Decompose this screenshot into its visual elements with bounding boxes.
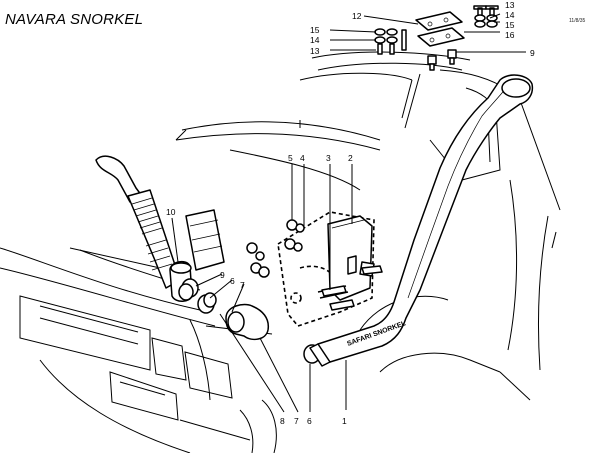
mounting-studs xyxy=(321,265,383,311)
leader-lines xyxy=(171,13,526,413)
callout-14-right: 14 xyxy=(505,10,515,20)
callout-16: 16 xyxy=(505,30,515,40)
roof-bracket xyxy=(415,11,465,47)
snorkel-body xyxy=(309,74,534,367)
callout-6-mid: 6 xyxy=(230,276,235,286)
callout-3: 3 xyxy=(326,153,331,163)
hose-clamps xyxy=(178,278,321,364)
document-reference: 11/8/35 xyxy=(569,18,586,24)
callout-14-left: 14 xyxy=(310,35,320,45)
callout-7-mid: 7 xyxy=(240,280,245,290)
callout-5: 5 xyxy=(288,153,293,163)
callout-15-left: 15 xyxy=(310,25,320,35)
callout-numbers: 12 13 14 15 16 9 15 14 13 5 4 3 2 10 9 6… xyxy=(166,0,535,426)
callout-9-mid: 9 xyxy=(220,270,225,280)
callout-13-left: 13 xyxy=(310,46,320,56)
mounting-bracket xyxy=(317,215,375,301)
bolts-and-washers-top-left xyxy=(374,28,407,55)
callout-12: 12 xyxy=(352,11,362,21)
callout-2: 2 xyxy=(348,153,353,163)
air-intake-hose xyxy=(95,155,225,302)
rubber-elbow xyxy=(225,303,270,341)
callout-9-top: 9 xyxy=(530,48,535,58)
callout-10: 10 xyxy=(166,207,176,217)
callout-4: 4 xyxy=(300,153,305,163)
callout-1: 1 xyxy=(342,416,347,426)
callout-6-bottom: 6 xyxy=(307,416,312,426)
screws-9-top xyxy=(427,49,457,71)
page-title: NAVARA SNORKEL xyxy=(5,11,144,28)
callout-8: 8 xyxy=(280,416,285,426)
callout-7-bottom: 7 xyxy=(294,416,299,426)
callout-15-right: 15 xyxy=(505,20,515,30)
callout-13-right: 13 xyxy=(505,0,515,10)
nuts-and-washers xyxy=(246,219,305,278)
